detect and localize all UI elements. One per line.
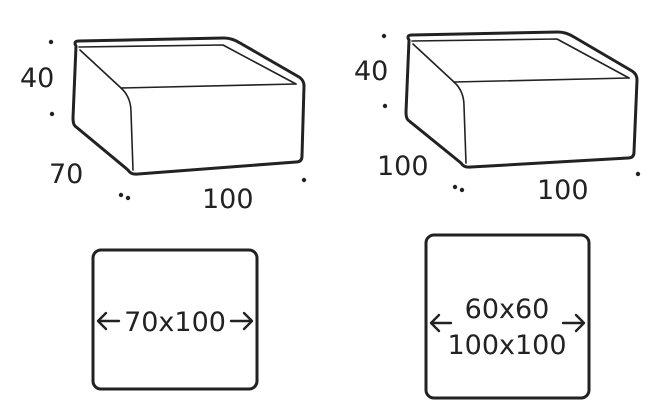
pouf-b-plan-view: 60x60 100x100 (424, 233, 591, 400)
pouf-a-height-tick-top (48, 39, 54, 45)
pouf-b-depth-label: 100 (377, 151, 429, 182)
pouf-b-plan-label-line1: 60x60 (465, 294, 550, 325)
pouf-a-3d-view: 40 70 100 (20, 36, 307, 215)
pouf-a-plan-outline (91, 248, 259, 391)
pouf-b-height-label: 40 (354, 56, 388, 87)
pouf-b-body (404, 30, 639, 169)
arrow-left-icon (429, 313, 453, 333)
pouf-b-top-front-edge (453, 77, 630, 83)
pouf-a-depth-tick-2 (125, 195, 131, 201)
pouf-a-depth-label: 70 (49, 159, 83, 190)
pouf-a-plan-label: 70x100 (124, 307, 226, 338)
pouf-b-depth-tick-2 (459, 187, 465, 193)
pouf-a-height-label: 40 (20, 63, 54, 94)
pouf-b-depth-tick (452, 184, 458, 190)
pouf-b-top-seam (411, 38, 630, 79)
pouf-a-width-label: 100 (202, 184, 254, 215)
pouf-a-width-tick (301, 177, 307, 183)
arrow-left-icon (96, 311, 121, 331)
pouf-b-width-tick (635, 171, 641, 177)
pouf-a-top-seam (78, 44, 297, 85)
pouf-b-plan-label-line2: 100x100 (447, 330, 566, 361)
pouf-a-top-front-edge (120, 83, 297, 89)
pouf-b-plan-outline (424, 233, 591, 400)
pouf-a-plan-view: 70x100 (91, 248, 259, 391)
pouf-b-height-tick-bottom (382, 103, 388, 109)
pouf-b-3d-view: 40 100 100 (354, 30, 641, 206)
pouf-b-height-tick-top (381, 33, 387, 39)
pouf-a-body (71, 36, 306, 176)
arrow-right-icon (561, 313, 586, 333)
arrow-right-icon (229, 311, 254, 331)
pouf-a-depth-tick (118, 192, 124, 198)
pouf-a-height-tick-bottom (49, 111, 55, 117)
pouf-b-width-label: 100 (537, 175, 589, 206)
